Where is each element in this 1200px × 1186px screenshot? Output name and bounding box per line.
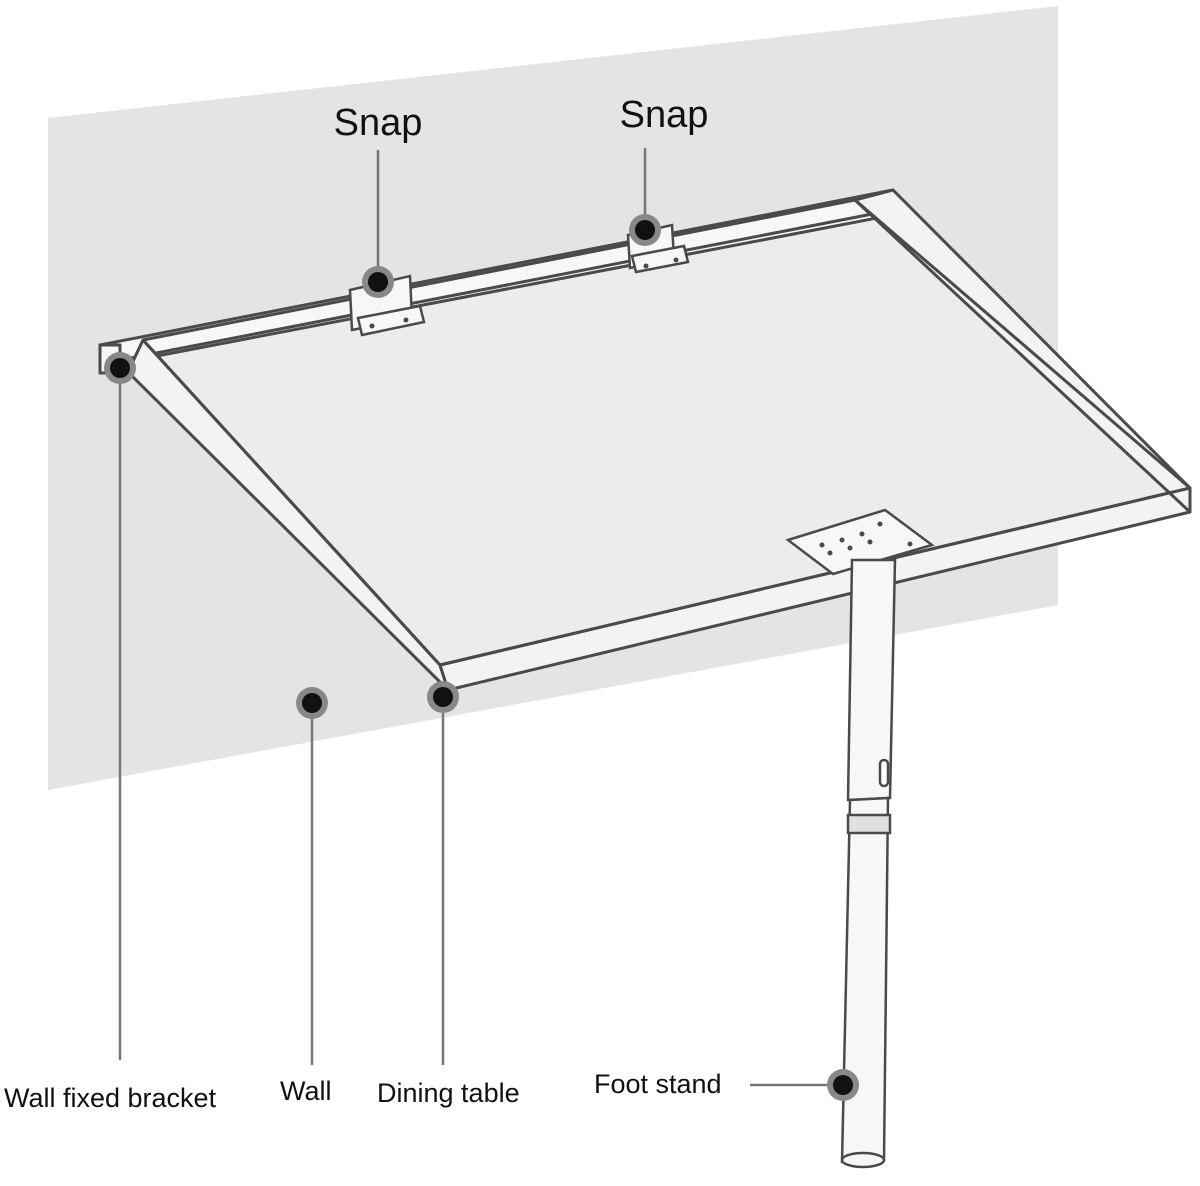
- label-foot-stand: Foot stand: [594, 1069, 722, 1099]
- markers: [104, 214, 859, 1101]
- foot-stand: [785, 508, 935, 1169]
- label-wall: Wall: [280, 1076, 332, 1106]
- leader-lines: [118, 148, 843, 1087]
- label-snap-right: Snap: [620, 94, 709, 136]
- label-snap-left: Snap: [334, 102, 423, 144]
- foot-stand-lower-tube: [840, 796, 890, 1164]
- foot-stand-upper-tube: [846, 558, 897, 802]
- foot-stand-mount-plate: [785, 508, 935, 576]
- label-wall-fixed-bracket: Wall fixed bracket: [4, 1083, 217, 1113]
- label-dining-table: Dining table: [377, 1078, 520, 1108]
